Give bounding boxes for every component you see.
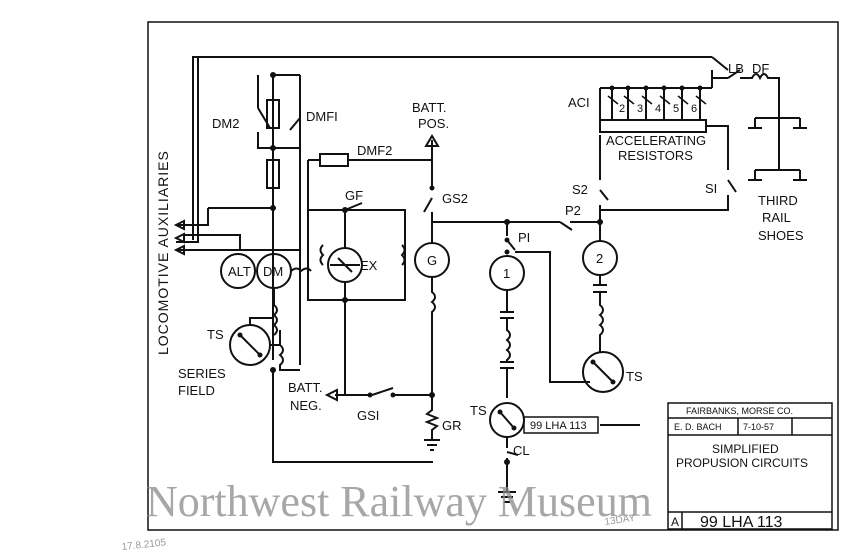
tag-box <box>523 416 599 434</box>
margin-note-right: 13DAY <box>604 513 636 528</box>
rail-label: RAIL <box>762 210 791 225</box>
dm2-label: DM2 <box>212 116 239 131</box>
title-block: FAIRBANKS, MORSE CO. E. D. BACH 7-10-57 … <box>667 402 833 531</box>
series-label: SERIES <box>178 366 226 381</box>
batt-pos-label-1: BATT. <box>412 100 446 115</box>
company-text: FAIRBANKS, MORSE CO. <box>686 406 793 416</box>
exciter-circuit: DMF2 GF EX <box>307 143 432 395</box>
step-2-label: 2 <box>619 103 625 115</box>
size-text: A <box>671 515 679 529</box>
cl-label: CL <box>513 443 530 458</box>
tag-label: 99 LHA 113 <box>530 420 587 432</box>
third-rail-shoes: THIRD RAIL SHOES <box>748 117 807 243</box>
dm-label: DM <box>263 264 283 279</box>
p2-label: P2 <box>565 203 581 218</box>
batt-pos-label-2: POS. <box>418 116 449 131</box>
alt-machine <box>220 253 256 289</box>
batt-neg-label-2: NEG. <box>290 398 322 413</box>
batt-neg-label-1: BATT. <box>288 380 322 395</box>
title-line-2: PROPUSION CIRCUITS <box>676 456 808 470</box>
df-label: DF <box>752 61 769 76</box>
drawing-border <box>147 21 839 531</box>
date-text: 7-10-57 <box>743 422 774 432</box>
ts-left-label: TS <box>207 327 224 342</box>
motor-2-label: 2 <box>596 251 603 266</box>
step-4-label: 4 <box>655 103 661 115</box>
gf-label: GF <box>345 188 363 203</box>
watermark-text: Northwest Railway Museum <box>146 477 652 526</box>
third-label: THIRD <box>758 193 798 208</box>
gs2-label: GS2 <box>442 191 468 206</box>
s1-label: SI <box>705 181 717 196</box>
dmf2-label: DMF2 <box>357 143 392 158</box>
drawing-number-text: 99 LHA 113 <box>700 514 783 531</box>
s2-label: S2 <box>572 182 588 197</box>
shoes-label: SHOES <box>758 228 804 243</box>
battery-negative: BATT. NEG. GSI <box>288 380 432 423</box>
ac1-label: ACI <box>568 95 590 110</box>
ts-bottom-switch: TS CL 99 LHA 113 <box>470 402 640 503</box>
motor-2-circuit: 2 TS <box>582 219 643 393</box>
ts-bottom-label: TS <box>470 403 487 418</box>
generator-circuit: BATT. POS. GS2 G GR <box>412 100 507 451</box>
p1-label: PI <box>518 230 530 245</box>
lb-switch: LB DF <box>712 61 769 79</box>
accelerating-label: ACCELERATING <box>606 133 706 148</box>
accelerating-resistors: ACI S2 ACCELERATING RESISTORS 2 3 4 5 6 … <box>568 70 737 222</box>
ts-right-label: TS <box>626 369 643 384</box>
step-6-label: 6 <box>691 103 697 115</box>
motor-1-label: 1 <box>503 266 510 281</box>
resistors-label: RESISTORS <box>618 148 693 163</box>
drawn-by-text: E. D. BACH <box>674 422 722 432</box>
dmf1-label: DMFI <box>306 109 338 124</box>
alt-label: ALT <box>228 264 251 279</box>
lb-label: LB <box>728 61 744 76</box>
g-label: G <box>427 253 437 268</box>
step-3-label: 3 <box>637 103 643 115</box>
margin-note-left: 17.8.2105 <box>121 537 167 553</box>
step-5-label: 5 <box>673 103 679 115</box>
field-label: FIELD <box>178 383 215 398</box>
ts-left-switch: TS SERIES FIELD <box>178 317 433 463</box>
locomotive-auxiliaries-label: LOCOMOTIVE AUXILIARIES <box>155 150 171 355</box>
alt-dm-machines: ALT DM <box>220 253 312 336</box>
dm-circuit: DM2 DMFI <box>173 72 338 365</box>
gr-label: GR <box>442 418 462 433</box>
ex-label: EX <box>360 258 378 273</box>
gs1-label: GSI <box>357 408 379 423</box>
title-line-1: SIMPLIFIED <box>712 442 779 456</box>
motor-1-circuit: P2 PI 1 <box>489 203 600 398</box>
